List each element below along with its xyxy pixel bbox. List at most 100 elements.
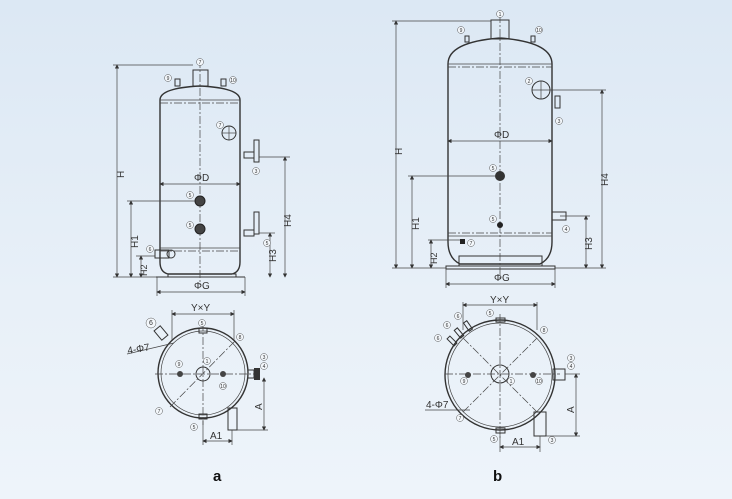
marker: 9	[457, 26, 465, 34]
figure-a-front-view: H H1 H2 H3 H4 ΦD ΦG 7 9 10 7 3 5 5 5 6	[113, 58, 294, 296]
tv-marker: 8	[236, 333, 244, 341]
dim-a-A1: A1	[210, 431, 223, 442]
tv-marker: 5	[198, 319, 206, 327]
svg-text:5: 5	[201, 321, 204, 327]
marker: 2	[525, 77, 533, 85]
svg-text:10: 10	[536, 28, 542, 34]
drain-a	[154, 249, 176, 259]
svg-text:5: 5	[492, 166, 495, 172]
tv-marker: 7	[456, 414, 464, 422]
dim-b-H4: H4	[600, 173, 611, 186]
dim-b-A1: A1	[512, 437, 525, 448]
tv-marker: 9	[460, 377, 468, 385]
svg-text:10: 10	[220, 384, 226, 390]
figure-b-top-view: Y×Y 4-Φ7 A A1 5 6 6 6 8 3 4 9 1 10 7 5 3	[425, 295, 580, 452]
figure-b-front-view: H H1 H2 H3 H4 ΦD ΦG 1 9 10 2 3 5 5 4 7	[392, 10, 611, 288]
svg-text:3: 3	[558, 119, 561, 125]
tv-marker: 3	[260, 353, 268, 361]
dim-b-D: ΦD	[494, 130, 509, 141]
svg-text:10: 10	[536, 379, 542, 385]
marker: 7	[467, 239, 475, 247]
svg-text:9: 9	[178, 362, 181, 368]
svg-text:3: 3	[570, 356, 573, 362]
marker: 4	[562, 225, 570, 233]
tv-marker: 6	[434, 334, 442, 342]
dim-a-D: ΦD	[194, 173, 209, 184]
svg-text:7: 7	[470, 241, 473, 247]
marker: 1	[496, 10, 504, 18]
dim-a-G: ΦG	[194, 281, 210, 292]
svg-text:1: 1	[499, 12, 502, 18]
dim-a-H1: H1	[130, 235, 141, 248]
svg-text:5: 5	[193, 425, 196, 431]
marker: 3	[252, 167, 260, 175]
svg-text:6: 6	[149, 247, 152, 253]
dim-b-G: ΦG	[494, 273, 510, 284]
tv-marker: 5	[486, 309, 494, 317]
tv-marker: 9	[175, 360, 183, 368]
marker: 10	[229, 76, 237, 84]
svg-text:8: 8	[543, 328, 546, 334]
dim-b-YY: Y×Y	[490, 295, 510, 306]
marker: 7	[216, 121, 224, 129]
marker: 5	[489, 164, 497, 172]
tv-marker: 1	[203, 357, 211, 365]
svg-text:9: 9	[463, 379, 466, 385]
svg-text:1: 1	[510, 379, 513, 385]
marker: 7	[196, 58, 204, 66]
tv-marker: 10	[535, 377, 543, 385]
tv-marker: 6	[454, 312, 462, 320]
marker: 5	[489, 215, 497, 223]
tv-marker: 8	[540, 326, 548, 334]
svg-text:6: 6	[149, 320, 153, 327]
dim-b-A: A	[566, 406, 577, 413]
svg-text:4: 4	[565, 227, 568, 233]
svg-text:3: 3	[255, 169, 258, 175]
tv-marker: 5	[490, 435, 498, 443]
tv-marker: 6	[443, 321, 451, 329]
valve-a-upper	[243, 139, 260, 163]
valve-a-lower	[243, 211, 260, 237]
svg-text:4: 4	[263, 364, 266, 370]
svg-text:5: 5	[489, 311, 492, 317]
tank-a-top-pipe	[192, 69, 209, 87]
dim-a-H: H	[116, 171, 127, 178]
svg-text:9: 9	[167, 76, 170, 82]
tv-marker: 3	[548, 436, 556, 444]
svg-text:3: 3	[551, 438, 554, 444]
svg-text:7: 7	[199, 60, 202, 66]
dim-a-H3: H3	[268, 249, 279, 262]
svg-text:6: 6	[437, 336, 440, 342]
dim-b-H2: H2	[429, 252, 439, 264]
tv-marker: 6	[145, 317, 157, 329]
dim-b-bolt: 4-Φ7	[426, 400, 449, 411]
svg-text:2: 2	[528, 79, 531, 85]
marker: 3	[555, 117, 563, 125]
svg-text:5: 5	[493, 437, 496, 443]
svg-text:7: 7	[459, 416, 462, 422]
svg-text:4: 4	[570, 364, 573, 370]
dim-b-H1: H1	[411, 217, 422, 230]
tv-marker: 4	[567, 362, 575, 370]
marker: 5	[186, 191, 194, 199]
marker: 6	[146, 245, 154, 253]
tv-marker: 4	[260, 362, 268, 370]
dim-a-YY: Y×Y	[191, 303, 211, 314]
caption-b: b	[493, 468, 502, 485]
caption-a: a	[213, 468, 222, 485]
marker: 10	[535, 26, 543, 34]
svg-text:5: 5	[189, 193, 192, 199]
svg-text:7: 7	[158, 409, 161, 415]
dim-b-H3: H3	[584, 237, 595, 250]
tv-marker: 1	[507, 377, 515, 385]
svg-text:3: 3	[263, 355, 266, 361]
tank-b-base	[445, 265, 556, 270]
svg-text:5: 5	[189, 223, 192, 229]
dim-a-A: A	[254, 403, 265, 410]
marker: 5	[186, 221, 194, 229]
svg-text:6: 6	[446, 323, 449, 329]
tank-a-body	[159, 85, 241, 275]
dim-a-bolt: 4-Φ7	[127, 342, 151, 357]
marker: 5	[263, 239, 271, 247]
